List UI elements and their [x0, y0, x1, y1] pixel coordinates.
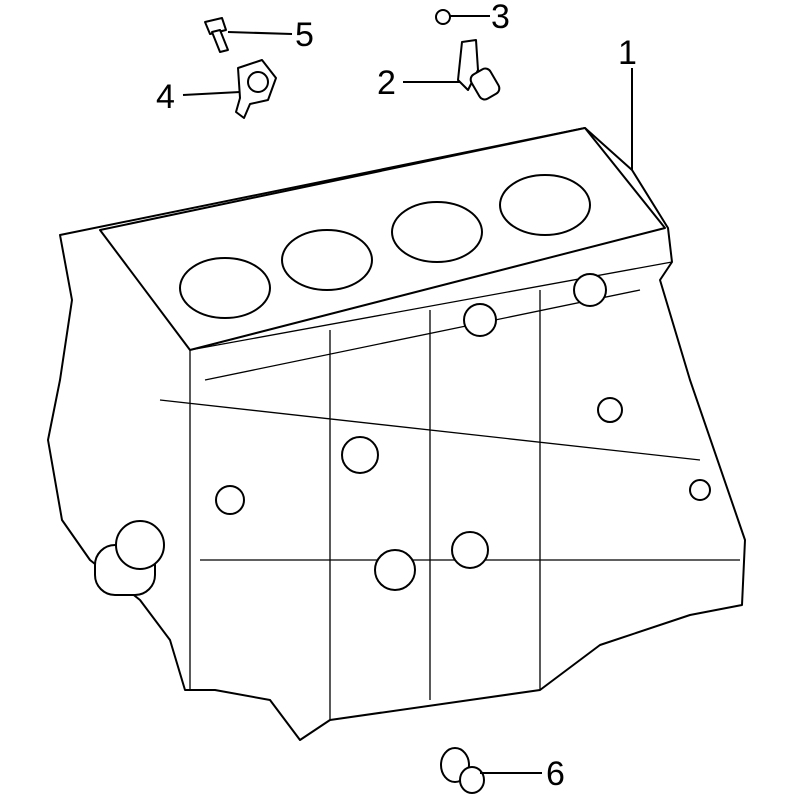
bolt-part-5 [204, 17, 229, 53]
cylinder-block-part [47, 127, 746, 741]
leader-line-4 [182, 91, 241, 96]
leader-line-5 [227, 31, 293, 35]
drain-plug-part-6 [440, 747, 485, 794]
knock-sensor-part-4 [235, 59, 277, 119]
callout-2: 2 [377, 64, 396, 102]
callout-5: 5 [295, 16, 314, 54]
sensor-part-2 [457, 39, 501, 101]
callout-3: 3 [491, 0, 510, 36]
callout-6: 6 [546, 755, 565, 793]
callout-1: 1 [618, 34, 637, 72]
callout-4: 4 [156, 78, 175, 116]
bolt-part-3 [435, 9, 451, 25]
